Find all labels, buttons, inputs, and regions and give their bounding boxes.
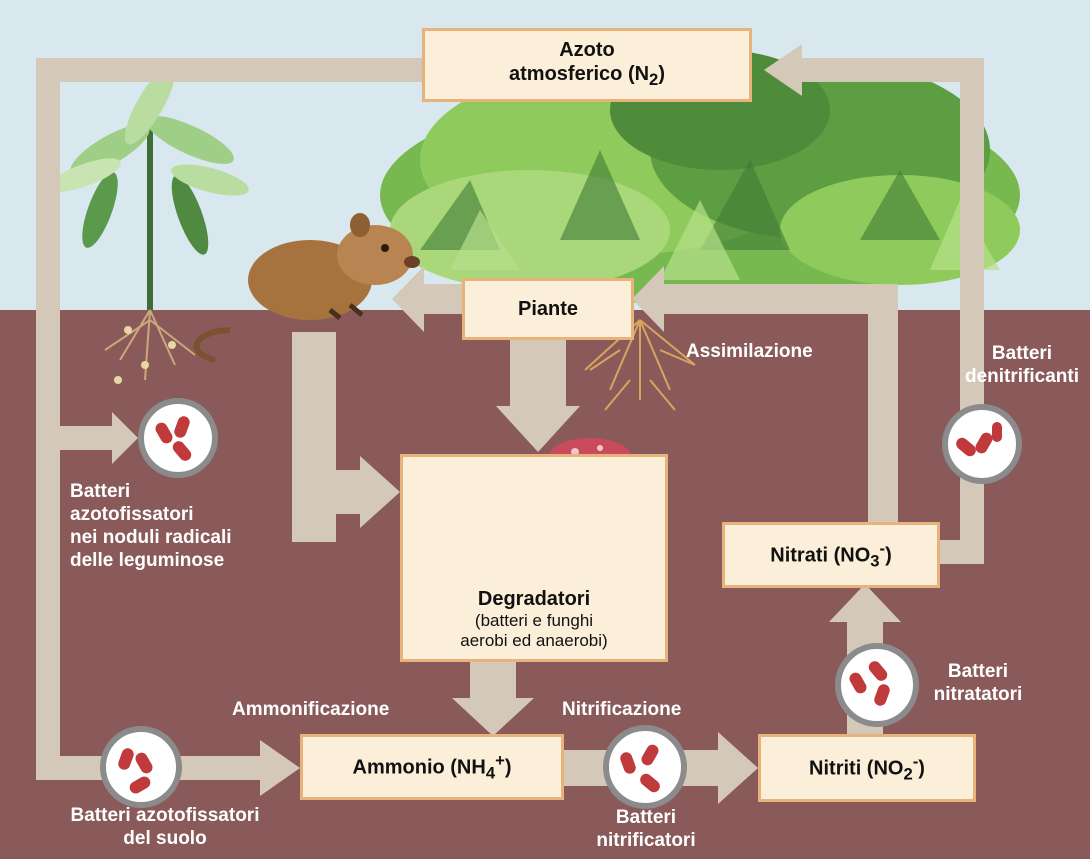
nodule-line3: nei noduli radicali xyxy=(70,526,232,549)
label-nitrating-bacteria: Batteri nitratatori xyxy=(918,660,1038,706)
label-nitrifying-bacteria: Batteri nitrificatori xyxy=(576,806,716,852)
arrow-atmos-left-top xyxy=(36,58,426,82)
plants-label: Piante xyxy=(518,297,578,321)
denitrifying-line2: denitrificanti xyxy=(958,365,1086,388)
label-ammonification: Ammonificazione xyxy=(232,698,389,721)
nitrating-line1: Batteri xyxy=(918,660,1038,683)
nodule-line4: delle leguminose xyxy=(70,549,232,572)
node-atmospheric-nitrogen: Azoto atmosferico (N2) xyxy=(422,28,752,102)
decomposers-line3: aerobi ed anaerobi) xyxy=(460,631,607,651)
label-assimilation: Assimilazione xyxy=(686,340,813,363)
nitrites-close: ) xyxy=(918,757,925,779)
label-soil-bacteria: Batteri azotofissatori del suolo xyxy=(20,804,310,850)
node-decomposers: Degradatori (batteri e funghi aerobi ed … xyxy=(400,454,668,662)
ammonium-subscript: 4 xyxy=(486,763,495,782)
bacteria-nitrating-icon xyxy=(832,640,922,730)
nitrites-label: Nitriti (NO2-) xyxy=(809,750,925,787)
label-denitrifying-bacteria: Batteri denitrificanti xyxy=(958,342,1086,388)
atmosphere-line2: atmosferico (N2) xyxy=(509,62,665,92)
atmosphere-subscript: 2 xyxy=(649,70,658,89)
nitrates-subscript: 3 xyxy=(870,551,879,570)
nitrites-subscript: 2 xyxy=(903,764,912,783)
node-nitrites: Nitriti (NO2-) xyxy=(758,734,976,802)
decomposers-title: Degradatori xyxy=(478,587,590,611)
nitrates-text: Nitrati (NO xyxy=(770,544,870,566)
nitrating-line2: nitratatori xyxy=(918,683,1038,706)
ammonium-text: Ammonio (NH xyxy=(353,756,486,778)
soil-line2: del suolo xyxy=(20,827,310,850)
decomposers-line2: (batteri e funghi xyxy=(475,611,593,631)
bacteria-nitrifying-icon xyxy=(600,722,690,812)
atmosphere-close: ) xyxy=(658,63,665,85)
ammonium-label: Ammonio (NH4+) xyxy=(353,749,512,786)
bacteria-soil-icon xyxy=(98,724,184,810)
nitrates-label: Nitrati (NO3-) xyxy=(770,537,891,574)
node-nitrates: Nitrati (NO3-) xyxy=(722,522,940,588)
label-nodule-bacteria: Batteri azotofissatori nei noduli radica… xyxy=(70,480,232,572)
bacteria-denitrifying-icon xyxy=(940,402,1024,486)
arrow-left-column xyxy=(36,58,60,780)
node-ammonium: Ammonio (NH4+) xyxy=(300,734,564,800)
node-plants: Piante xyxy=(462,278,634,340)
atmosphere-line1: Azoto xyxy=(559,38,615,62)
atmosphere-line2-text: atmosferico (N xyxy=(509,63,649,85)
soil-line1: Batteri azotofissatori xyxy=(20,804,310,827)
bacteria-nodule-icon xyxy=(136,396,220,480)
ammonium-close: ) xyxy=(505,756,512,778)
nodule-line1: Batteri xyxy=(70,480,232,503)
nitrites-text: Nitriti (NO xyxy=(809,757,903,779)
label-nitrification: Nitrificazione xyxy=(562,698,681,721)
denitrifying-line1: Batteri xyxy=(958,342,1086,365)
nitrifying-line2: nitrificatori xyxy=(576,829,716,852)
nitrates-close: ) xyxy=(885,544,892,566)
ammonium-superscript: + xyxy=(495,751,505,770)
nitrifying-line1: Batteri xyxy=(576,806,716,829)
nodule-line2: azotofissatori xyxy=(70,503,232,526)
